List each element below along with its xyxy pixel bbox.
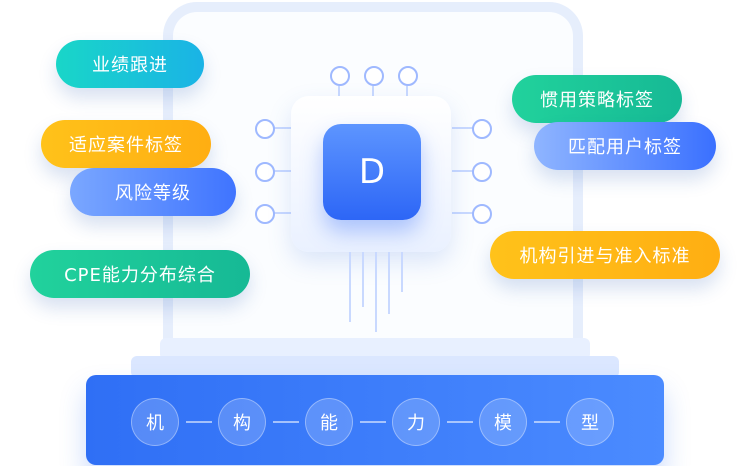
down-line-3: [375, 252, 377, 332]
tag-risk-level[interactable]: 风险等级: [70, 168, 236, 216]
base-char-2: 构: [218, 398, 266, 446]
chip-core: D: [323, 124, 421, 220]
base-dash-3: [360, 421, 386, 423]
left-stem-2: [271, 170, 293, 172]
pin-right-2: [472, 162, 492, 182]
down-line-1: [349, 252, 351, 322]
base-layer-mid: [131, 356, 619, 378]
down-line-5: [401, 252, 403, 292]
pin-top-3: [398, 66, 418, 86]
pin-right-3: [472, 204, 492, 224]
base-dash-1: [186, 421, 212, 423]
right-stem-1: [452, 127, 474, 129]
down-line-4: [388, 252, 390, 314]
tag-cpe-ability[interactable]: CPE能力分布综合: [30, 250, 250, 298]
left-stem-1: [271, 127, 293, 129]
base-char-1: 机: [131, 398, 179, 446]
pin-top-1: [330, 66, 350, 86]
down-line-2: [362, 252, 364, 307]
right-stem-2: [452, 170, 474, 172]
pin-left-2: [255, 162, 275, 182]
tag-adapt-case[interactable]: 适应案件标签: [41, 120, 211, 168]
base-layer-top: [160, 338, 590, 360]
base-char-5: 模: [479, 398, 527, 446]
right-stem-3: [452, 212, 474, 214]
base-dash-5: [534, 421, 560, 423]
chip-logo: D: [358, 152, 386, 192]
tag-institution-standards[interactable]: 机构引进与准入标准: [490, 231, 720, 279]
base-dash-4: [447, 421, 473, 423]
tag-match-user[interactable]: 匹配用户标签: [534, 122, 716, 170]
tag-business-tracking[interactable]: 业绩跟进: [56, 40, 204, 88]
pin-top-2: [364, 66, 384, 86]
left-stem-3: [271, 212, 293, 214]
top-stem-2: [372, 86, 374, 100]
base-char-6: 型: [566, 398, 614, 446]
base-dash-2: [273, 421, 299, 423]
base-char-3: 能: [305, 398, 353, 446]
base-char-4: 力: [392, 398, 440, 446]
pin-right-1: [472, 119, 492, 139]
top-stem-3: [406, 86, 408, 100]
tag-habit-strategy[interactable]: 惯用策略标签: [512, 75, 682, 123]
pin-left-1: [255, 119, 275, 139]
pin-left-3: [255, 204, 275, 224]
top-stem-1: [338, 86, 340, 100]
